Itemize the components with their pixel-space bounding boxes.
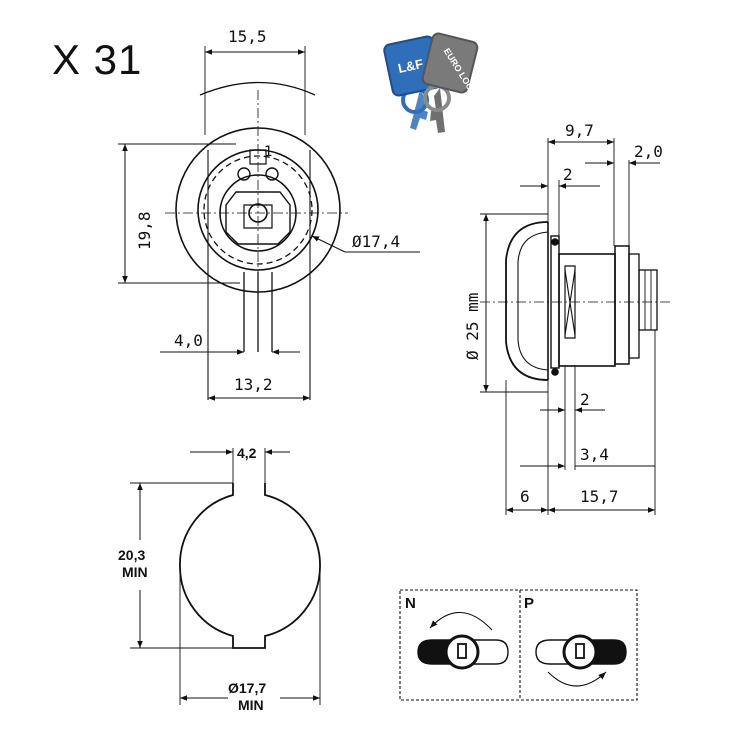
model-title: X 31 <box>52 36 143 83</box>
cutout-height-dim-min: MIN <box>122 564 148 580</box>
front-left-offset-dim: 4,0 <box>174 331 203 350</box>
euro-key-icon: EURO LOCKS <box>421 32 482 133</box>
rotation-p-panel <box>535 634 627 687</box>
cutout-slot-dim: 4,2 <box>237 445 257 461</box>
cutout-height-dim-value: 20,3 <box>118 547 145 563</box>
side-bottom-left-dim: 6 <box>520 487 530 506</box>
front-view <box>118 46 420 401</box>
rotation-n-label: N <box>405 595 416 612</box>
front-detail-label: 1 <box>264 144 272 160</box>
side-diameter-dim: Ø 25 mm <box>463 293 482 360</box>
side-top-right-dim: 2,0 <box>634 142 663 161</box>
side-flange-top-dim: 2 <box>563 165 573 184</box>
front-height-dim: 19,8 <box>135 211 154 250</box>
front-diameter-dim: Ø17,4 <box>352 232 400 251</box>
side-top-dim: 9,7 <box>565 121 594 140</box>
brand-logo: L&F EURO LOCKS <box>383 32 482 133</box>
side-view <box>480 138 670 515</box>
side-bottom-right-dim: 15,7 <box>580 487 619 506</box>
cutout-diameter-dim-value: Ø17,7 <box>228 680 266 696</box>
rotation-p-label: P <box>524 595 534 612</box>
cutout-diameter-dim-min: MIN <box>238 697 264 713</box>
rotation-diagram <box>399 589 638 701</box>
front-width-bottom-dim: 13,2 <box>234 375 273 394</box>
side-mid-dim: 3,4 <box>580 445 609 464</box>
cutout-view <box>130 448 321 705</box>
front-width-top-dim: 15,5 <box>228 27 267 46</box>
rotation-n-panel <box>417 611 509 670</box>
lf-logo-text: L&F <box>397 56 425 76</box>
side-flange-bottom-dim: 2 <box>580 390 590 409</box>
